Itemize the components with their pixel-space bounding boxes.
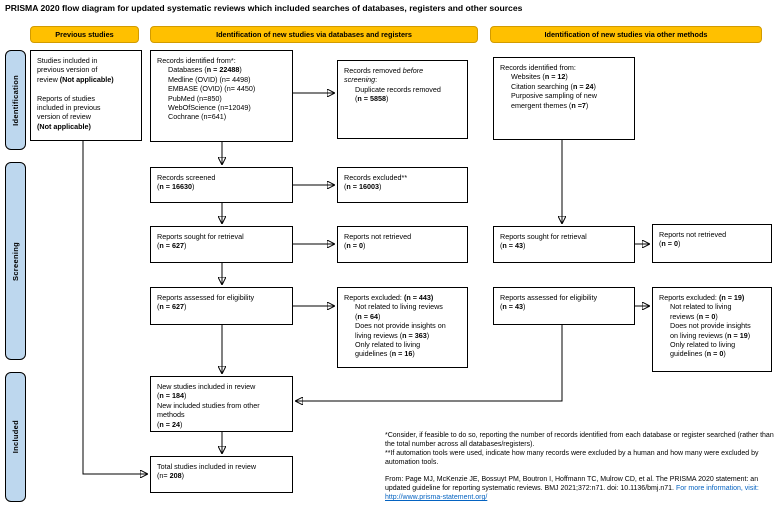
citation-text: From: Page MJ, McKenzie JE, Bossuyt PM, … bbox=[385, 476, 759, 492]
box-new-studies-included: New studies included in review(n = 184)N… bbox=[150, 376, 293, 432]
stage-label-screening: Screening bbox=[11, 241, 20, 281]
box-total-studies-included: Total studies included in review(n= 208) bbox=[150, 456, 293, 493]
box-reports-sought-other: Reports sought for retrieval(n = 43) bbox=[493, 226, 635, 263]
box-reports-sought: Reports sought for retrieval(n = 627) bbox=[150, 226, 293, 263]
prisma-statement-link[interactable]: http://www.prisma-statement.org/ bbox=[385, 494, 488, 501]
arrow-previous-to-total bbox=[82, 141, 147, 474]
box-records-identified: Records identified from*:Databases (n = … bbox=[150, 50, 293, 142]
box-reports-excluded-other: Reports excluded: (n = 19)Not related to… bbox=[652, 287, 772, 372]
box-reports-assessed-other: Reports assessed for eligibility(n = 43) bbox=[493, 287, 635, 325]
box-reports-excluded: Reports excluded: (n = 443)Not related t… bbox=[337, 287, 468, 368]
footnote-asterisk1: *Consider, if feasible to do so, reporti… bbox=[385, 432, 774, 448]
footnote-spacer bbox=[385, 467, 777, 475]
box-records-excluded: Records excluded**(n = 16003) bbox=[337, 167, 468, 203]
stage-bar-identification: Identification bbox=[5, 50, 26, 150]
box-reports-assessed: Reports assessed for eligibility(n = 627… bbox=[150, 287, 293, 325]
more-info-text: For more information, visit: bbox=[675, 485, 759, 492]
header-previous-studies: Previous studies bbox=[30, 26, 139, 43]
box-reports-not-retrieved-other: Reports not retrieved(n = 0) bbox=[652, 224, 772, 263]
stage-label-included: Included bbox=[11, 420, 20, 454]
diagram-title: PRISMA 2020 flow diagram for updated sys… bbox=[5, 3, 523, 13]
box-reports-not-retrieved: Reports not retrieved(n = 0) bbox=[337, 226, 468, 263]
box-records-identified-other: Records identified from:Websites (n = 12… bbox=[493, 57, 635, 140]
footnotes: *Consider, if feasible to do so, reporti… bbox=[385, 431, 777, 502]
stage-label-identification: Identification bbox=[11, 74, 20, 126]
header-databases-registers: Identification of new studies via databa… bbox=[150, 26, 478, 43]
stage-bar-screening: Screening bbox=[5, 162, 26, 360]
box-records-screened: Records screened(n = 16630) bbox=[150, 167, 293, 203]
footnote-asterisk2: **If automation tools were used, indicat… bbox=[385, 450, 759, 466]
stage-bar-included: Included bbox=[5, 372, 26, 502]
header-other-methods: Identification of new studies via other … bbox=[490, 26, 762, 43]
citation-paragraph: From: Page MJ, McKenzie JE, Bossuyt PM, … bbox=[385, 475, 777, 502]
